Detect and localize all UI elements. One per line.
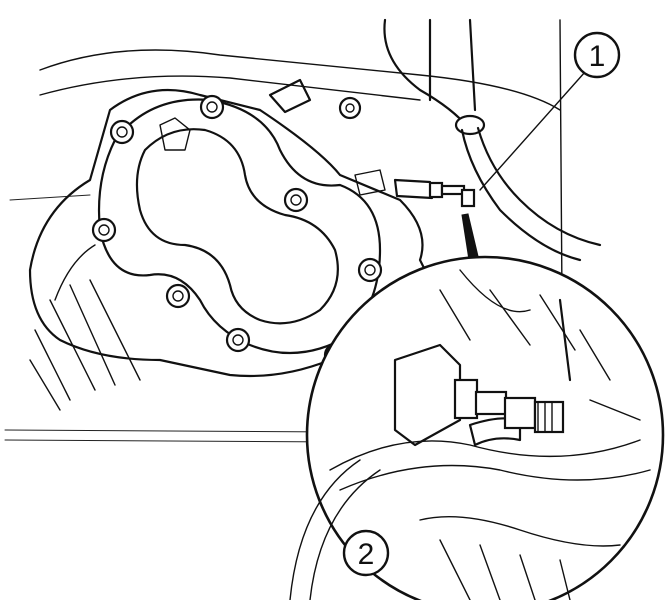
callout-2: 2 — [342, 529, 390, 577]
upper-fittings — [268, 78, 386, 196]
callout-2-label: 2 — [358, 538, 375, 571]
callout-1: 1 — [573, 31, 621, 79]
transmission-housing — [28, 88, 442, 411]
sensor-connector — [393, 178, 476, 208]
cover-plate — [97, 98, 382, 355]
callout-1-circle — [573, 31, 621, 79]
cover-bolts — [91, 94, 383, 368]
magnifier-ring — [305, 255, 665, 600]
lower-arcs — [289, 459, 381, 600]
callout-1-label: 1 — [589, 40, 606, 73]
callout-2-circle — [342, 529, 390, 577]
detail-magnifier — [305, 255, 665, 600]
hose — [383, 18, 602, 301]
connector-latch-detail — [393, 343, 565, 447]
